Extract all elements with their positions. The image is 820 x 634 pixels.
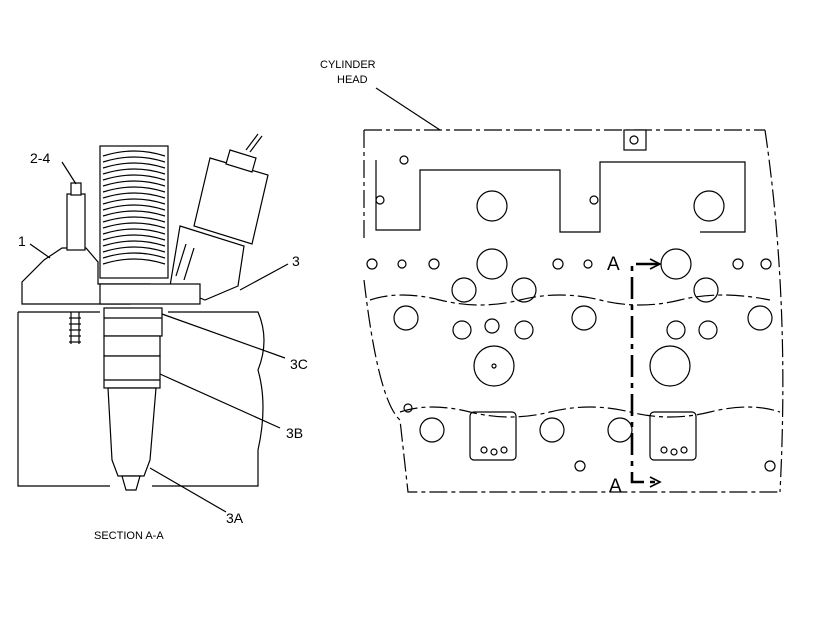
injector-connector-2 [649,411,697,461]
section-view: 2-4 1 3 3C 3B 3A SECTION A-A [17,133,308,542]
cylinder-head-outline [363,129,784,493]
section-marker-bottom: A [609,476,622,497]
bolt-thread [69,312,81,344]
head-section-body [17,311,265,487]
bolt-2-4 [66,193,86,251]
small-holes [366,155,776,472]
injector-body [99,283,201,491]
callout-3c: 3C [290,356,308,372]
injector-bores [473,345,691,387]
callout-3: 3 [292,253,300,269]
section-marker-top: A [607,254,620,275]
cylinder-head-label-line1: CYLINDER [320,59,376,71]
callout-3b: 3B [286,425,303,441]
head-bolt-bores [393,190,773,443]
injector-connector-1 [469,411,517,461]
cylinder-head-label-line2: HEAD [337,74,368,86]
bolt-2-4-head [70,182,82,196]
cylinder-head-view: A A CYLINDER HEAD [320,59,784,497]
callout-1: 1 [18,233,26,249]
injector-solenoid [169,133,269,301]
section-line-a-a [630,262,658,484]
injector-spring [99,145,169,279]
callout-2-4: 2-4 [30,150,50,166]
lifting-lug [623,129,647,151]
section-title: SECTION A-A [94,530,164,542]
callout-3a: 3A [226,510,244,526]
